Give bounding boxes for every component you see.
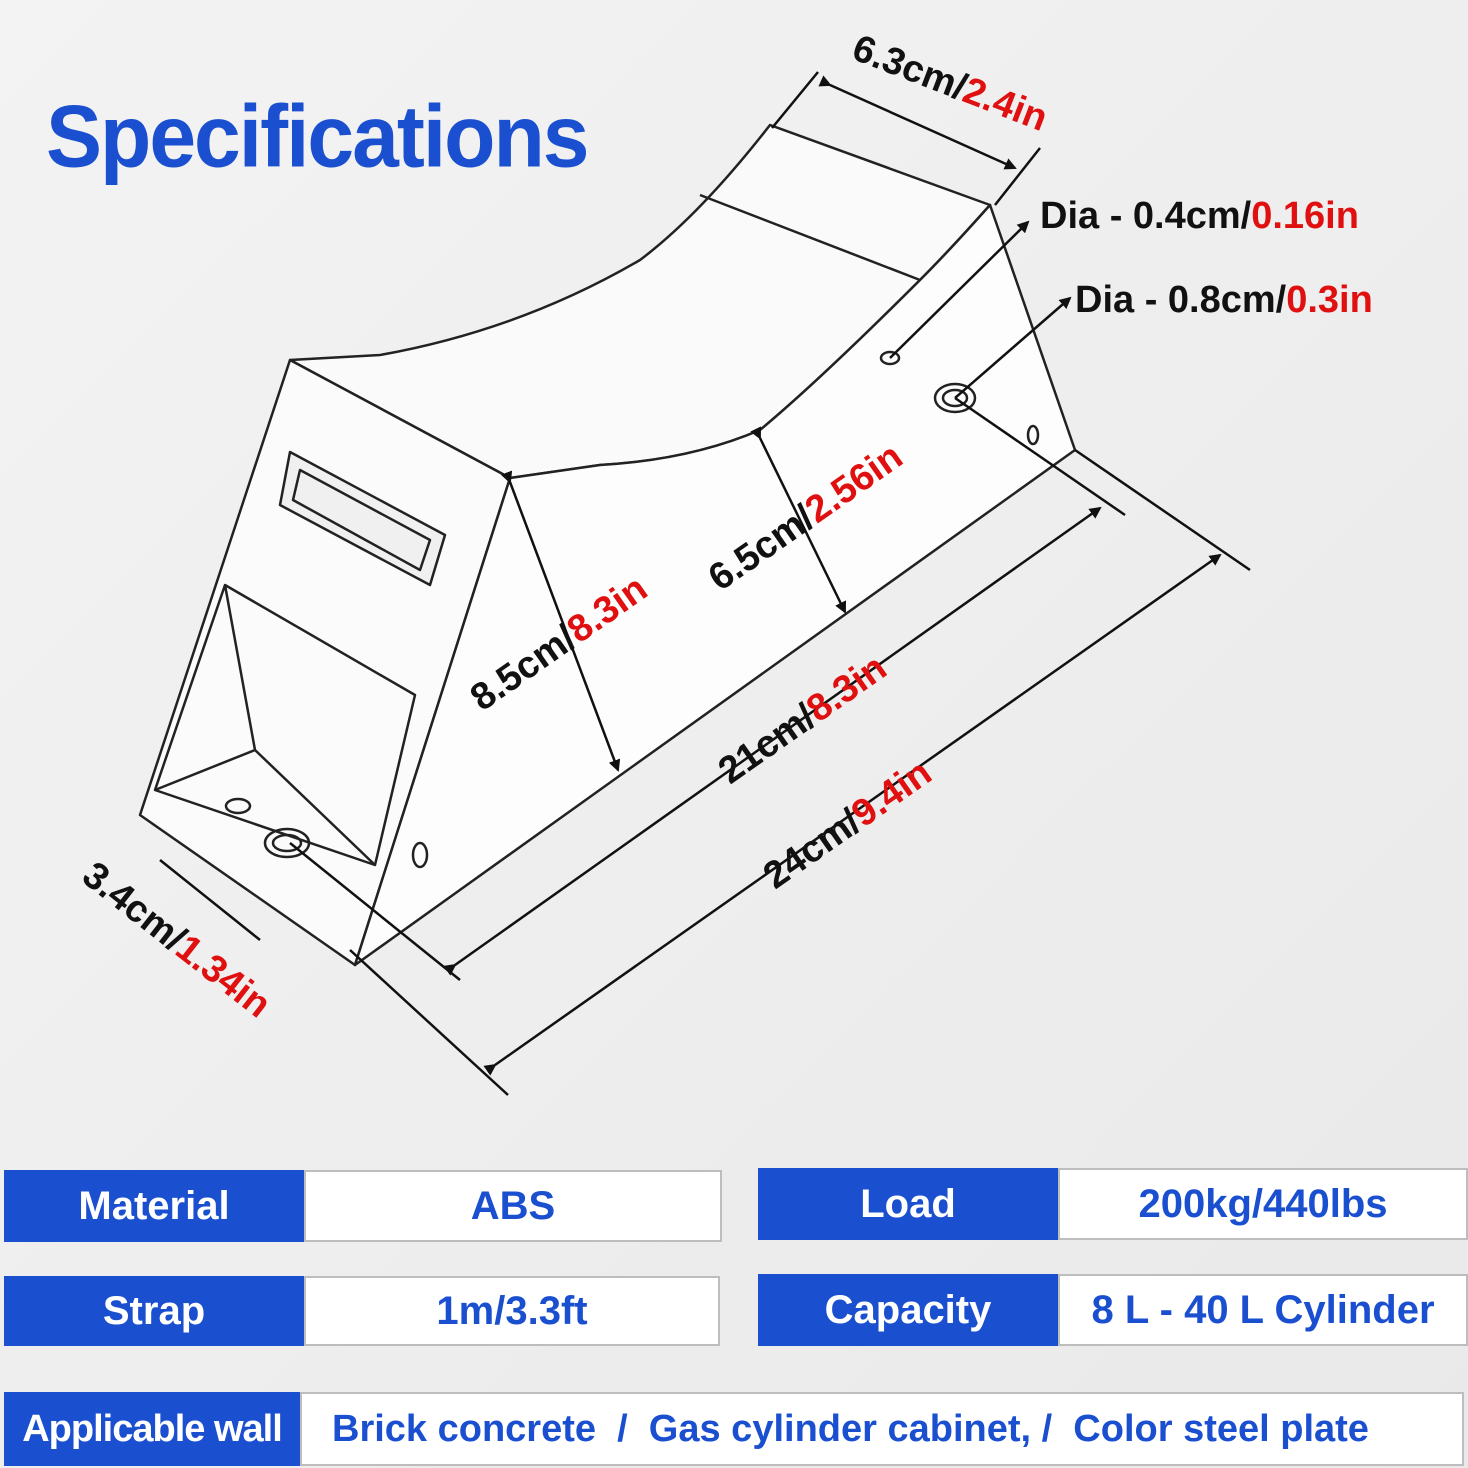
spec-key-strap: Strap bbox=[4, 1276, 304, 1346]
spec-row-strap: Strap 1m/3.3ft bbox=[4, 1276, 720, 1346]
spec-key-capacity: Capacity bbox=[758, 1274, 1058, 1346]
spec-row-wall: Applicable wall Brick concrete / Gas cyl… bbox=[4, 1392, 1464, 1466]
spec-key-load: Load bbox=[758, 1168, 1058, 1240]
spec-row-load: Load 200kg/440lbs bbox=[758, 1168, 1468, 1240]
dim-label-top-width: 6.3cm/2.4in bbox=[847, 27, 1053, 140]
dim-label-total-length: 24cm/9.4in bbox=[756, 751, 939, 897]
spec-value-capacity: 8 L - 40 L Cylinder bbox=[1058, 1274, 1468, 1346]
svg-text:24cm/9.4in: 24cm/9.4in bbox=[756, 751, 939, 897]
dimension-lines bbox=[159, 71, 1251, 1096]
chock-outline bbox=[138, 123, 1077, 967]
spec-value-load: 200kg/440lbs bbox=[1058, 1168, 1468, 1240]
wheel-chock-diagram: 6.3cm/2.4in Dia - 0.4cm/0.16in Dia - 0.8… bbox=[74, 27, 1373, 1096]
spec-value-material: ABS bbox=[304, 1170, 722, 1242]
spec-key-wall: Applicable wall bbox=[4, 1392, 300, 1466]
page-title: Specifications bbox=[46, 86, 590, 186]
spec-value-strap: 1m/3.3ft bbox=[304, 1276, 720, 1346]
spec-row-capacity: Capacity 8 L - 40 L Cylinder bbox=[758, 1274, 1468, 1346]
spec-key-material: Material bbox=[4, 1170, 304, 1242]
dim-label-hole-large: Dia - 0.8cm/0.3in bbox=[1075, 279, 1373, 321]
spec-value-wall: Brick concrete / Gas cylinder cabinet, /… bbox=[300, 1392, 1464, 1466]
dim-label-hole-small: Dia - 0.4cm/0.16in bbox=[1040, 195, 1359, 237]
svg-text:Dia - 0.8cm/0.3in: Dia - 0.8cm/0.3in bbox=[1075, 279, 1373, 321]
svg-text:6.3cm/2.4in: 6.3cm/2.4in bbox=[847, 27, 1053, 140]
spec-row-material: Material ABS bbox=[4, 1170, 722, 1242]
svg-text:Dia - 0.4cm/0.16in: Dia - 0.4cm/0.16in bbox=[1040, 195, 1359, 237]
